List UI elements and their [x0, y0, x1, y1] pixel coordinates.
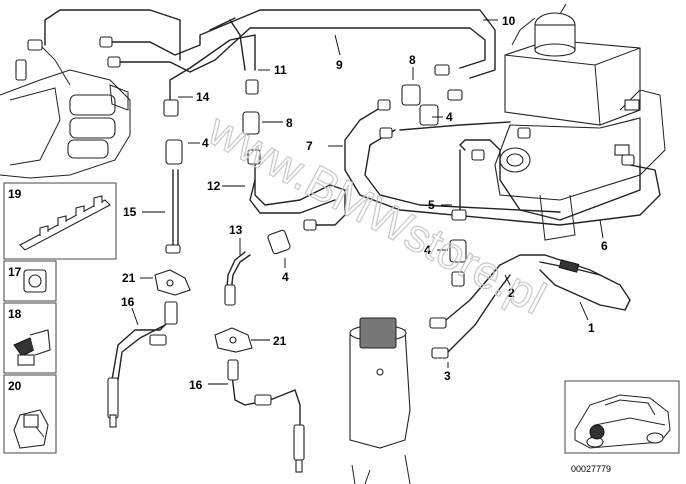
- connector-clip-18: [13, 329, 51, 366]
- bracket-21-right: [214, 327, 253, 353]
- callout-21-left: 21: [122, 271, 136, 285]
- pipe-7: [344, 104, 661, 226]
- union-4-left: [165, 139, 183, 165]
- callout-2: 2: [508, 286, 515, 300]
- side-panel: 19 17 18 20: [3, 182, 117, 454]
- callout-4-left: 4: [202, 136, 209, 150]
- holder-20: [13, 409, 49, 449]
- callout-7: 7: [306, 139, 313, 153]
- flex-hose-16-right: [231, 374, 305, 473]
- callout-10: 10: [502, 14, 516, 28]
- flex-hose-16-left: [107, 319, 171, 428]
- callout-3: 3: [444, 369, 451, 383]
- location-marker: [589, 424, 605, 440]
- pipe-bundle-top: [44, 9, 496, 106]
- callout-8-top: 8: [409, 53, 416, 67]
- callout-15: 15: [123, 205, 137, 219]
- vehicle-locator-frame: [564, 380, 680, 454]
- callout-4-center: 4: [282, 270, 289, 284]
- callout-21-right: 21: [273, 334, 287, 348]
- callout-18: 18: [8, 307, 22, 321]
- callout-numbers: 10 9 8 11 14 8 4 7 4 12 15 5 4 13 4 6 21…: [121, 14, 608, 392]
- callout-11: 11: [274, 63, 287, 77]
- callout-9: 9: [336, 58, 343, 72]
- callout-17: 17: [8, 265, 22, 279]
- reference-number: 00027779: [571, 464, 611, 474]
- bracket-21-left: [154, 269, 191, 296]
- callout-19: 19: [8, 187, 22, 201]
- pipe-clip-strip-19: [19, 195, 111, 251]
- callout-12: 12: [207, 179, 221, 193]
- pipe-2-and-1: [439, 254, 631, 356]
- callout-13: 13: [229, 223, 243, 237]
- clip-17: [23, 269, 47, 293]
- callout-1: 1: [588, 321, 595, 335]
- callout-20: 20: [8, 379, 22, 393]
- callout-14: 14: [196, 90, 210, 104]
- callout-6: 6: [601, 239, 608, 253]
- callout-8-mid: 8: [286, 116, 293, 130]
- callout-16-left: 16: [121, 295, 135, 309]
- fittings: [15, 36, 635, 381]
- pipe-12: [249, 164, 346, 226]
- abs-unit-left: [0, 44, 131, 179]
- callout-4-right: 4: [424, 243, 431, 257]
- pipe-15: [172, 169, 179, 246]
- vehicle-locator: [564, 380, 680, 454]
- wheel-cylinder-unit: [349, 317, 411, 484]
- callout-5: 5: [428, 198, 435, 212]
- brake-fluid-reservoir: [504, 3, 641, 126]
- pipe-6: [459, 139, 641, 221]
- callout-4-top-right: 4: [446, 110, 453, 124]
- master-cylinder: [494, 89, 666, 241]
- callout-16-right: 16: [189, 378, 203, 392]
- leader-lines: [131, 19, 604, 385]
- watermark: www.BMWstore.pl: [199, 102, 554, 324]
